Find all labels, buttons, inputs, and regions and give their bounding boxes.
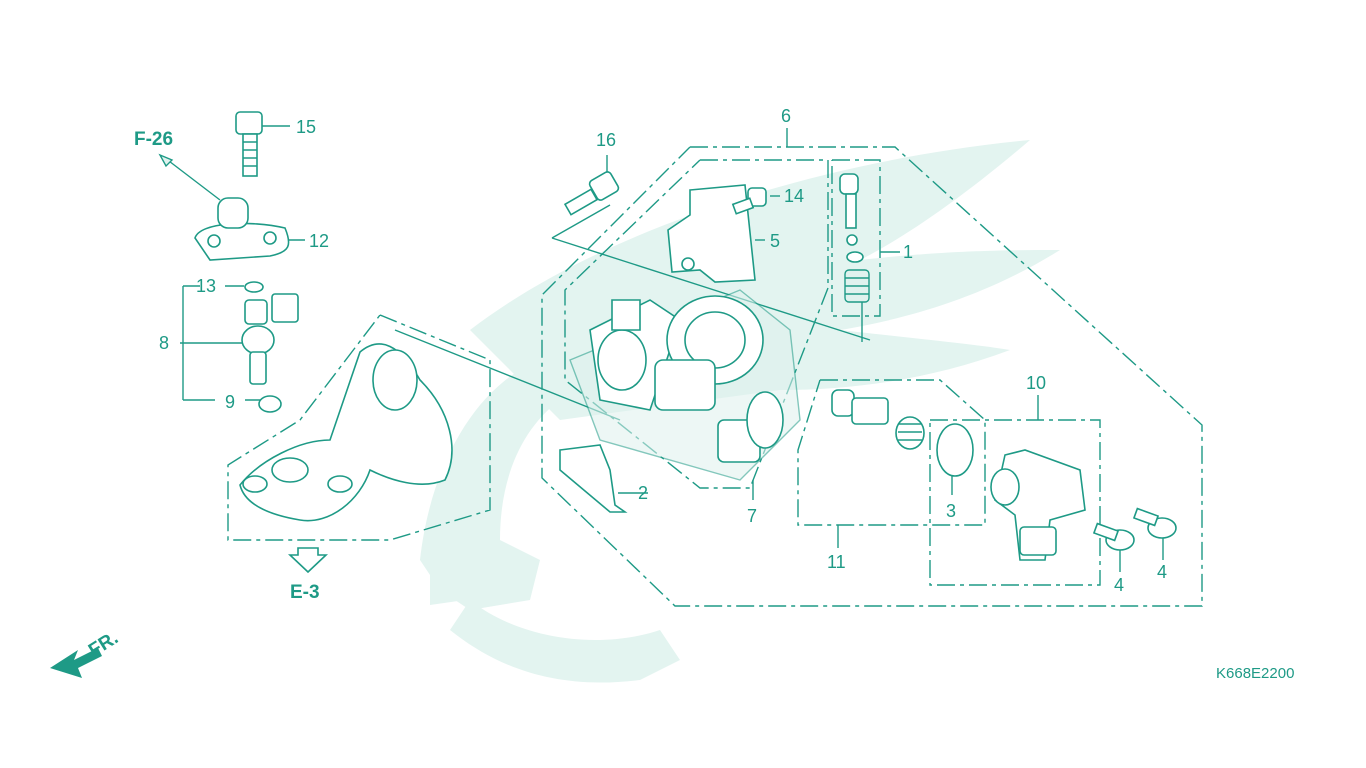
sensor-12 xyxy=(158,153,290,261)
part-label-1: 1 xyxy=(903,242,913,262)
part-label-2: 2 xyxy=(638,483,648,503)
leader-lines xyxy=(180,125,1164,572)
part-label-3: 3 xyxy=(946,501,956,521)
part-label-4a: 4 xyxy=(1114,575,1124,595)
part-label-12: 12 xyxy=(309,231,329,251)
part-label-7: 7 xyxy=(747,506,757,526)
part-label-5: 5 xyxy=(770,231,780,251)
intake-manifold xyxy=(239,343,453,522)
cross-ref-lower: E-3 xyxy=(290,582,320,603)
part-label-14: 14 xyxy=(784,186,804,206)
part-label-6: 6 xyxy=(781,106,791,126)
part-label-16: 16 xyxy=(596,130,616,150)
gasket-2 xyxy=(559,444,628,513)
part-label-11: 11 xyxy=(827,552,846,572)
intake-outline xyxy=(227,314,491,541)
sensor-10 xyxy=(990,449,1086,561)
screw-4b xyxy=(1132,507,1177,539)
cross-ref-upper: F-26 xyxy=(134,129,173,150)
part-label-9: 9 xyxy=(225,392,235,412)
part-label-10: 10 xyxy=(1026,373,1046,393)
part-label-13: 13 xyxy=(196,276,216,296)
injector-8 xyxy=(241,293,299,385)
screw-4a xyxy=(1092,522,1135,551)
bolt-15 xyxy=(235,111,263,177)
screw-14 xyxy=(731,187,767,215)
ref-arrow-e3-icon xyxy=(287,547,329,574)
bracket-5 xyxy=(667,184,756,283)
group-outline-1 xyxy=(831,159,881,317)
seal-9 xyxy=(258,395,282,413)
part-label-8: 8 xyxy=(159,333,169,353)
throttle-body-7 xyxy=(569,289,801,481)
assembly-outline-6 xyxy=(541,146,1203,607)
o-ring-3 xyxy=(936,423,974,477)
idle-screw-1 xyxy=(839,173,870,303)
group-outline-11 xyxy=(797,379,986,526)
reference-code: K668E2200 xyxy=(1216,665,1294,682)
group-outline-10 xyxy=(929,419,1101,586)
throttle-body-outline-7 xyxy=(564,159,829,489)
spring-11 xyxy=(895,416,925,450)
bolt-16 xyxy=(563,171,620,216)
part-label-4b: 4 xyxy=(1157,562,1167,582)
part-label-15: 15 xyxy=(296,117,316,137)
o-ring-13 xyxy=(244,281,264,293)
front-direction-arrow-icon xyxy=(50,648,102,678)
bolt-11 xyxy=(831,389,889,425)
